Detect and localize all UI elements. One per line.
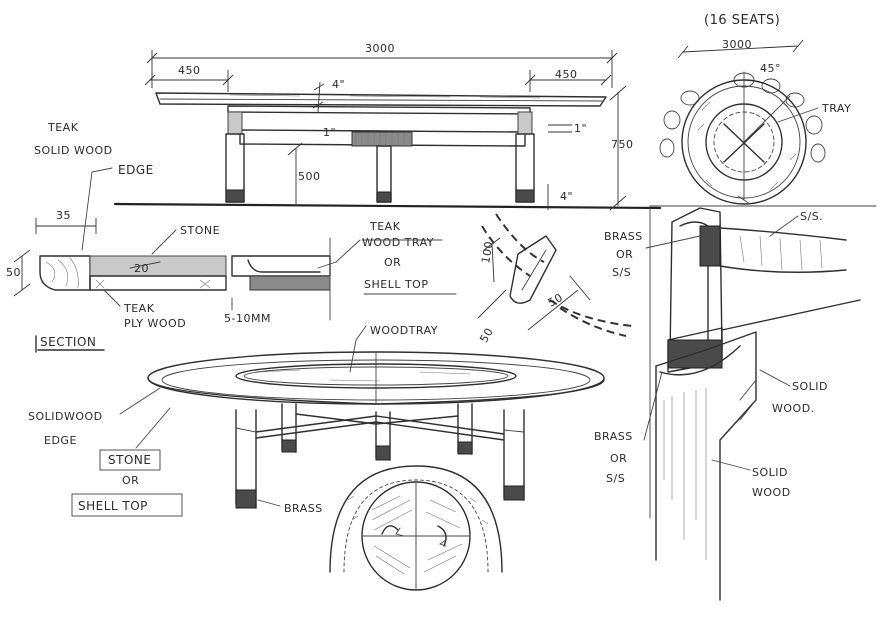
center-brace <box>351 131 413 147</box>
foot-height-dim: 4" <box>560 190 573 203</box>
solid-wood-label-a1: SOLID <box>792 380 828 393</box>
or-top-label: OR <box>122 474 139 487</box>
brass-foot-front-left <box>235 489 257 509</box>
inset-depth-dim: 20 <box>134 262 149 275</box>
brass-foot-back-right <box>457 441 473 455</box>
solid-wood-label-b1: SOLID <box>752 466 788 479</box>
leg-bracket-left <box>227 111 243 135</box>
apron-depth-dim: 1" <box>574 122 587 135</box>
solid-wood-label-a2: WOOD. <box>772 402 815 415</box>
plan-diameter-dim: 3000 <box>722 38 752 51</box>
pin-detail: 100 50 50 <box>477 213 633 345</box>
brass-foot-left <box>225 189 245 203</box>
leg-height-dim: 500 <box>298 170 321 183</box>
base-detail <box>329 465 503 591</box>
tray-label-wood: WOOD TRAY <box>362 236 434 249</box>
rail-thickness-dim: 1" <box>323 126 336 139</box>
brass-foot-center-p <box>375 445 391 461</box>
stone-layer <box>89 255 227 277</box>
brass-label-2: BRASS <box>594 430 633 443</box>
plan-title: (16 SEATS) <box>704 13 780 28</box>
tray-label-or: OR <box>384 256 401 269</box>
edge-label: EDGE <box>118 163 154 177</box>
ply-label-teak: TEAK <box>123 302 155 315</box>
height-dim: 750 <box>611 138 634 151</box>
pin-dim-c: 50 <box>546 291 565 310</box>
overhang-left-dim: 450 <box>178 64 201 77</box>
shell-top-label: SHELL TOP <box>78 499 148 513</box>
tray-label-teak: TEAK <box>369 220 401 233</box>
ss-label: S/S. <box>800 210 823 223</box>
brass-foot-center <box>376 191 392 203</box>
perspective-view: WOODTRAY SOLIDWOOD EDGE STONE OR SHELL T… <box>28 324 605 517</box>
edge-width-dim: 35 <box>56 209 71 222</box>
brass-or-label-1: BRASS <box>604 230 643 243</box>
tray-label-shell: SHELL TOP <box>364 278 428 291</box>
brass-foot-right <box>515 189 535 203</box>
brass-or-label-3: S/S <box>612 266 631 279</box>
edge-height-dim: 50 <box>6 266 21 279</box>
gap-label: 5-10MM <box>224 312 271 325</box>
brass-foot-front-right <box>503 485 525 501</box>
ply-label-plywood: PLY WOOD <box>124 317 186 330</box>
pin-dim-a: 100 <box>479 240 496 264</box>
brass-collar <box>699 225 721 267</box>
brass-label: BRASS <box>284 502 323 515</box>
top-thickness-dim: 4" <box>332 78 345 91</box>
stone-top-label: STONE <box>108 453 151 467</box>
tray-base <box>249 275 331 291</box>
overall-length-dim: 3000 <box>365 42 395 55</box>
brass-foot-back-left <box>281 439 297 453</box>
or-label-2: OR <box>610 452 627 465</box>
ss-label-2: S/S <box>606 472 625 485</box>
overhang-right-dim: 450 <box>555 68 578 81</box>
teak-label: TEAK <box>47 121 79 134</box>
solid-wood-label-b2: WOOD <box>752 486 791 499</box>
brass-or-label-2: OR <box>616 248 633 261</box>
plan-view: (16 SEATS) 3000 45° TRAY <box>659 13 851 205</box>
solidwood-edge-label-2: EDGE <box>44 434 77 447</box>
plan-angle-dim: 45° <box>760 62 781 75</box>
side-elevation: 3000 450 450 4" 1" 1" 750 500 <box>113 42 662 211</box>
pin-dim-b: 50 <box>477 325 496 344</box>
plan-tray-label: TRAY <box>821 102 851 115</box>
solid-wood-label: SOLID WOOD <box>34 144 113 157</box>
woodtray-label: WOODTRAY <box>370 324 438 337</box>
leg-detail: S/S. BRASS OR S/S SOLID WOOD. BRASS OR S… <box>594 205 877 601</box>
stone-label: STONE <box>180 224 220 237</box>
solidwood-edge-label-1: SOLIDWOOD <box>28 410 103 423</box>
leg-bracket-right <box>517 111 533 135</box>
section-label: SECTION <box>40 335 96 349</box>
section-detail: TEAK SOLID WOOD EDGE 35 50 20 STONE TEAK… <box>6 121 457 353</box>
